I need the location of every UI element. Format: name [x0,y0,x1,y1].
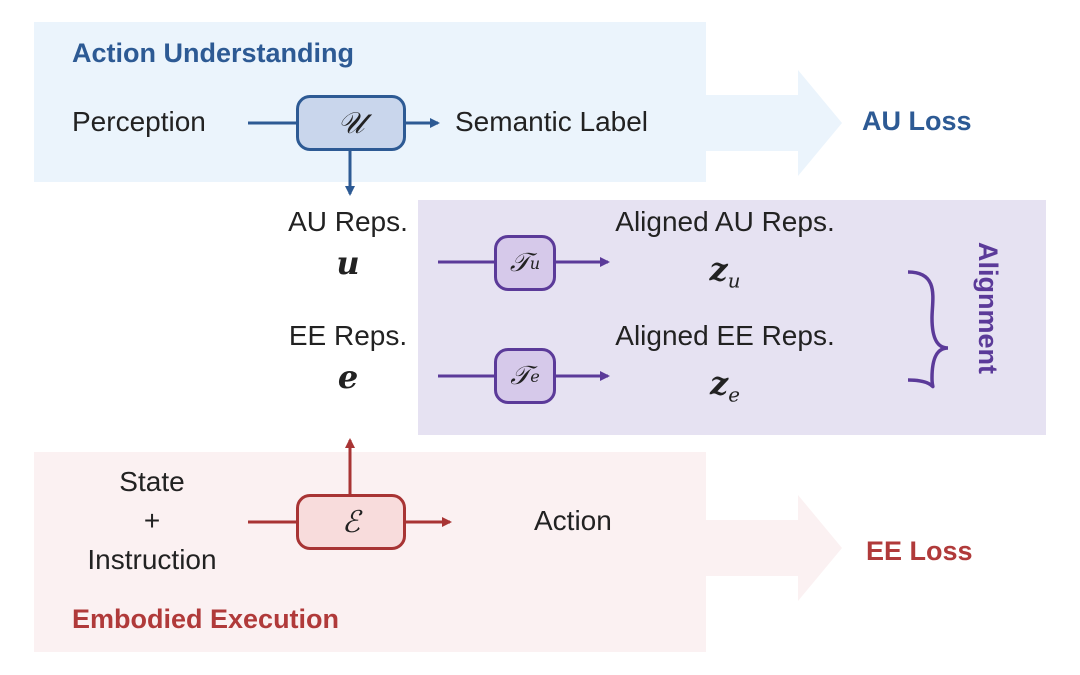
semantic-label-output: Semantic Label [455,106,649,137]
tu-symbol: 𝒯 [509,247,530,278]
u-module-symbol: 𝒰 [337,105,365,141]
alignment-title: Alignment [973,242,1003,374]
action-output-label: Action [534,505,612,536]
tu-subscript: u [529,253,541,273]
instruction-label: Instruction [87,544,217,575]
execution-module-e: ℰ [296,494,406,550]
understanding-module-u: 𝒰 [296,95,406,151]
te-symbol: 𝒯 [510,360,531,391]
au-loss-label: AU Loss [862,106,972,136]
te-subscript: e [530,366,540,386]
zu-symbol: z [709,250,728,288]
aligned-ee-reps-symbol: ze [610,364,840,406]
ee-loss-label: EE Loss [866,536,973,566]
embodied-execution-panel [34,452,706,652]
ee-reps-label: EE Reps. [288,320,408,351]
e-module-symbol: ℰ [341,504,361,540]
ee-reps-symbol: e [337,358,359,396]
ze-symbol: z [710,364,729,402]
zu-subscript: u [727,269,741,293]
aligned-au-reps-symbol: zu [610,250,840,292]
au-reps-symbol: u [336,244,360,282]
aligned-ee-reps-label: Aligned EE Reps. [615,320,835,351]
ze-subscript: e [728,383,740,407]
ee-loss-arrow [706,495,842,601]
au-reps-label: AU Reps. [288,206,408,237]
au-loss-arrow [706,70,842,176]
state-label: State [119,466,185,497]
plus-label: + [143,505,161,536]
aligned-au-reps-label: Aligned AU Reps. [615,206,835,237]
perception-label: Perception [72,106,206,137]
action-understanding-title: Action Understanding [72,38,354,68]
embodied-execution-title: Embodied Execution [72,604,340,634]
